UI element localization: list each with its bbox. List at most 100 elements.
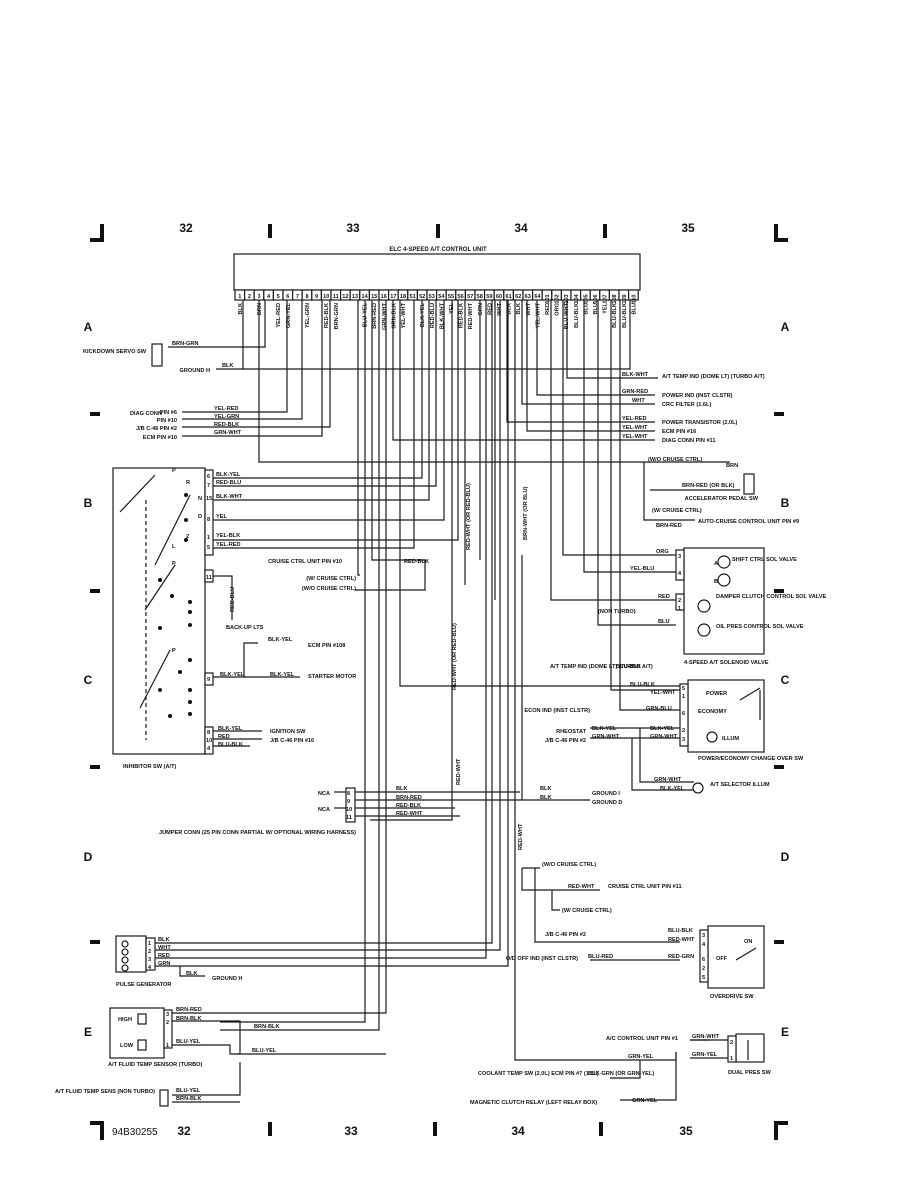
diag-pin10: PIN #10 — [157, 418, 177, 424]
grid-col-bottom-4: 35 — [679, 1124, 693, 1138]
jumper-nca-2: NCA — [318, 807, 330, 813]
pe-wire-4: BLK-YEL — [650, 726, 675, 732]
cruise-unit-label: CRUISE CTRL UNIT PIN #10 — [268, 559, 342, 565]
dp-magnetic: MAGNETIC CLUTCH RELAY (LEFT RELAY BOX) — [470, 1100, 597, 1106]
pin-number: 18 — [400, 294, 406, 300]
sol-wire-blu: BLU — [658, 619, 670, 625]
sel-label: A/T SELECTOR ILLUM — [710, 782, 770, 788]
contact-dot — [170, 594, 174, 598]
dp-grn-yel-1: GRN-YEL — [628, 1054, 654, 1060]
dp-coolant-wire: BLK-GRN (OR GRN-YEL) — [588, 1071, 654, 1077]
pin-number: 51 — [409, 294, 415, 300]
dual-pressure-switch: 2 1 A/C CONTROL UNIT PIN #1 GRN-WHT GRN-… — [470, 1033, 772, 1106]
wo-cruise-top: (W/O CRUISE CTRL) — [648, 457, 702, 463]
jumper-wire-4: RED-WHT — [396, 811, 423, 817]
starter-label: STARTER MOTOR — [308, 674, 356, 680]
ecm-pin16-wire: YEL-WHT — [622, 425, 648, 431]
inhibitor-pos-p3: P — [172, 648, 176, 654]
contact-dot — [188, 712, 192, 716]
inhibitor-wire-5: YEL-BLK — [216, 533, 240, 539]
ground-h-wire: BLK — [222, 363, 234, 369]
pe-pin-5: 5 — [682, 686, 685, 692]
pin-wire-label: BLK-YEL — [420, 302, 426, 327]
pulse-pin-1: 1 — [148, 941, 151, 947]
jumper-wire-2: BRN-RED — [396, 795, 422, 801]
pin-wire-label: YEL-GRN — [305, 303, 311, 328]
od-on: ON — [744, 939, 752, 945]
pin-number: 12 — [342, 294, 348, 300]
inhibitor-wire-1: BLK-YEL — [216, 472, 241, 478]
ft-wire-2: BRN-BLK — [176, 1016, 201, 1022]
pin-wire-label: GRN-BLK — [391, 303, 397, 329]
crc-filter-label: CRC FILTER (1.6L) — [662, 402, 711, 408]
contact-dot — [158, 578, 162, 582]
ign-wire-3: BLU-BLK — [218, 742, 243, 748]
sol-wire-org: ORG — [656, 549, 669, 555]
inhibitor-wire-3: BLK-WHT — [216, 494, 243, 500]
pulse-wire-3: RED — [158, 953, 170, 959]
sel-wire-1: GRN-WHT — [654, 777, 682, 783]
pin-wire-label: YEL — [603, 302, 609, 313]
contact-dot — [188, 623, 192, 627]
od-jb-label: J/B C-46 PIN #2 — [545, 932, 586, 938]
pin-number: 10 — [323, 294, 329, 300]
w-cruise-lower: (W/ CRUISE CTRL) — [562, 908, 612, 914]
inhibitor-pin-4: 4 — [207, 746, 211, 752]
control-unit-box — [233, 253, 641, 291]
overdrive-switch: 3 4 6 2 5 ON OFF J/B C-46 PIN #2 BLU-BLK… — [506, 925, 765, 1000]
cruise-lower: (W/O CRUISE CTRL) RED-WHT CRUISE CTRL UN… — [542, 862, 682, 914]
pin-number: 63 — [525, 294, 531, 300]
dp-pin-2: 2 — [730, 1040, 733, 1046]
power-transistor-wire: YEL-RED — [622, 416, 647, 422]
grid-col-top-4: 35 — [681, 221, 695, 235]
pulse-pin-3: 3 — [148, 957, 151, 963]
pin-number: 6 — [286, 294, 289, 300]
cruise-lower-unit: CRUISE CTRL UNIT PIN #11 — [608, 884, 682, 890]
jumper-connector: 8 9 10 11 NCA NCA BLK BRN-RED RED-BLK RE… — [159, 786, 623, 836]
vlabel-red-wht-red-blu: RED-WHT (OR RED-BLU) — [466, 483, 472, 550]
control-unit-title: ELC 4-SPEED A/T CONTROL UNIT — [389, 247, 487, 253]
inhibitor-pos-n: N — [198, 496, 202, 502]
pin-number: 8 — [305, 294, 308, 300]
ignition-sw-label: IGNITION SW — [270, 729, 306, 735]
pin-number: 3 — [257, 294, 260, 300]
pin-wire-label: BLK-WHT — [439, 302, 445, 329]
inhibitor-pos-d: D — [198, 514, 202, 520]
pe-pin-2: 2 — [682, 728, 685, 734]
pin-number: 107 — [603, 294, 609, 303]
pin-wire-label: RED-WHT — [468, 302, 474, 329]
pin-cell — [627, 289, 639, 301]
kickdown-servo: KICKDOWN SERVO SW BRN-GRN GROUND H BLK — [83, 341, 233, 374]
grid-col-top-3: 34 — [514, 221, 528, 235]
cruise-wire: RED-BLK — [404, 559, 429, 565]
kickdown-label: KICKDOWN SERVO SW — [83, 349, 147, 355]
inhibitor-pos-p2: P — [172, 561, 176, 567]
diag-wire-4: GRN-WHT — [214, 430, 242, 436]
sol-non-turbo: (NON TURBO) — [598, 609, 636, 615]
inhibitor-wire-4: YEL — [216, 514, 227, 520]
auto-cruise-wire: BRN-RED — [656, 523, 682, 529]
sol-pin-1: 1 — [678, 606, 681, 612]
pulse-pin-2: 2 — [148, 949, 151, 955]
pe-illum: ILLUM — [722, 736, 739, 742]
pin-number: 53 — [429, 294, 435, 300]
od-pin-3: 3 — [702, 933, 705, 939]
brn-red-wire: BRN-RED (OR BLK) — [682, 483, 735, 489]
pin-number: 15 — [371, 294, 377, 300]
od-wire-3: BLU-RED — [588, 954, 613, 960]
grid-row-left-d: D — [84, 850, 93, 864]
contact-dot — [168, 714, 172, 718]
pin-number: 58 — [477, 294, 483, 300]
ft-non-turbo: A/T FLUID TEMP SENS (NON TURBO) — [55, 1089, 155, 1095]
jumper-pin-9: 9 — [347, 799, 350, 805]
sol-damper-label: DAMPER CLUTCH CONTROL SOL VALVE — [716, 594, 826, 600]
sol-oil-label: OIL PRES CONTROL SOL VALVE — [716, 624, 804, 630]
sol-title: 4-SPEED A/T SOLENOID VALVE — [684, 660, 769, 666]
harness-wires — [155, 300, 740, 1103]
grid-col-bottom-2: 33 — [344, 1124, 358, 1138]
pin-number: 60 — [496, 294, 502, 300]
at-temp-label: A/T TEMP IND (DOME LT) (TURBO A/T) — [662, 374, 765, 380]
vlabel-red-wht-red-blu-2: RED-WHT (OR RED-BLU) — [452, 623, 458, 690]
grid-col-top-1: 32 — [179, 221, 193, 235]
pin-number: 5 — [277, 294, 280, 300]
